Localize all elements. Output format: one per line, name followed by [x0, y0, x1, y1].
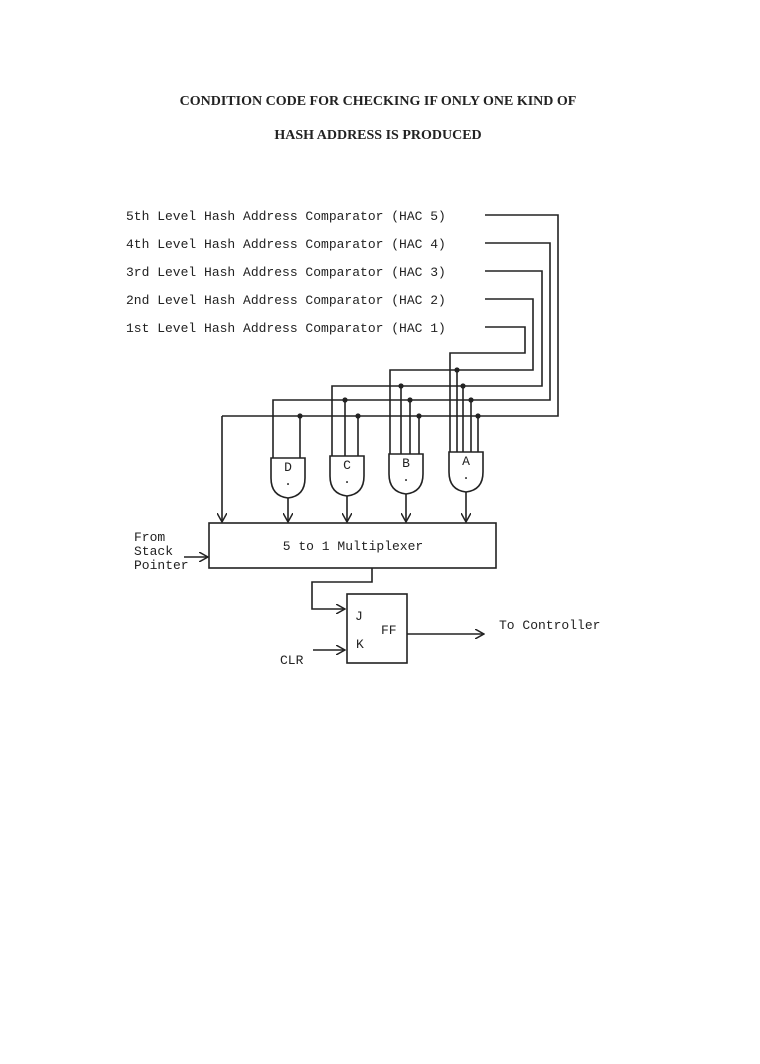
- jk-flipflop-box: [346, 593, 408, 664]
- hac5-label: 5th Level Hash Address Comparator (HAC 5…: [126, 209, 446, 224]
- hac2-wire: [389, 298, 534, 454]
- stack-label-1: From: [134, 530, 165, 545]
- hac1-label: 1st Level Hash Address Comparator (HAC 1…: [126, 321, 446, 336]
- k-input-label: K: [356, 637, 364, 652]
- and-gate-a: A .: [448, 451, 484, 522]
- clr-label: CLR: [280, 653, 304, 668]
- hac4-label: 4th Level Hash Address Comparator (HAC 4…: [126, 237, 446, 252]
- j-input-label: J: [355, 609, 363, 624]
- and-gate-c: C .: [329, 455, 365, 522]
- multiplexer-label: 5 to 1 Multiplexer: [283, 539, 423, 554]
- svg-text:.: .: [284, 474, 292, 489]
- mux-to-j-wire: [311, 568, 373, 609]
- gate-taps: [297, 367, 481, 458]
- output-label: To Controller: [499, 618, 600, 633]
- svg-text:.: .: [402, 470, 410, 485]
- multiplexer-box: [208, 522, 497, 569]
- hac3-wire: [331, 270, 543, 456]
- svg-text:.: .: [462, 468, 470, 483]
- flipflop-label: FF: [381, 623, 397, 638]
- stack-label-3: Pointer: [134, 558, 189, 573]
- hac4-wire: [272, 242, 551, 458]
- stack-label-2: Stack: [134, 544, 173, 559]
- svg-text:A: A: [462, 454, 470, 469]
- svg-text:B: B: [402, 456, 410, 471]
- hac2-label: 2nd Level Hash Address Comparator (HAC 2…: [126, 293, 446, 308]
- svg-text:.: .: [343, 472, 351, 487]
- title-line-2: HASH ADDRESS IS PRODUCED: [274, 128, 481, 143]
- title-line-1: CONDITION CODE FOR CHECKING IF ONLY ONE …: [180, 94, 577, 109]
- svg-text:C: C: [343, 458, 351, 473]
- and-gate-d: D .: [270, 457, 306, 522]
- svg-text:D: D: [284, 460, 292, 475]
- and-gate-b: B .: [388, 453, 424, 522]
- hac3-label: 3rd Level Hash Address Comparator (HAC 3…: [126, 265, 446, 280]
- hac1-wire: [449, 326, 526, 452]
